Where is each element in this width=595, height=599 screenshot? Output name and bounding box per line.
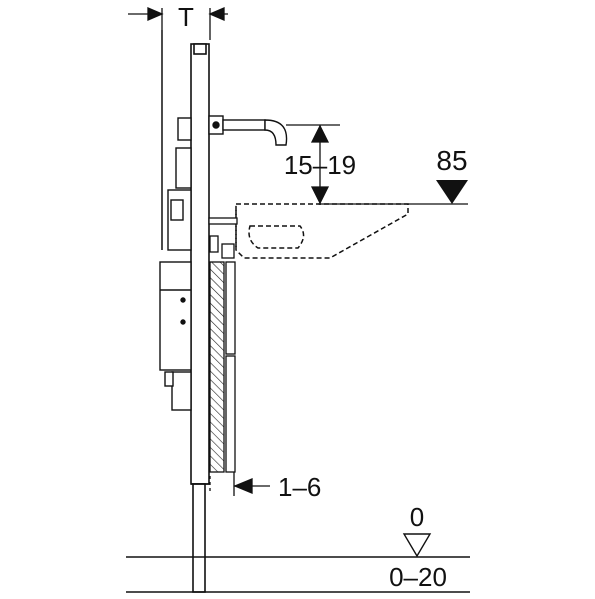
floor-zero-label: 0 <box>410 502 424 532</box>
pipe-height-label: 15–19 <box>284 150 356 180</box>
wall-gap-dimension <box>209 472 270 496</box>
basin-bracket <box>208 217 238 259</box>
rim-height-label: 85 <box>436 145 467 176</box>
basin-outline <box>235 203 409 259</box>
cistern-unit <box>159 117 192 411</box>
supply-pipe <box>208 115 288 146</box>
depth-label: T <box>178 2 194 32</box>
frame-post <box>190 43 210 593</box>
wall-gap-label: 1–6 <box>278 472 321 502</box>
wall-cladding <box>209 261 236 473</box>
floor-range-label: 0–20 <box>389 562 447 592</box>
rim-height-marker <box>436 180 468 204</box>
floor-lines <box>126 556 470 593</box>
floor-zero-marker <box>402 533 432 558</box>
